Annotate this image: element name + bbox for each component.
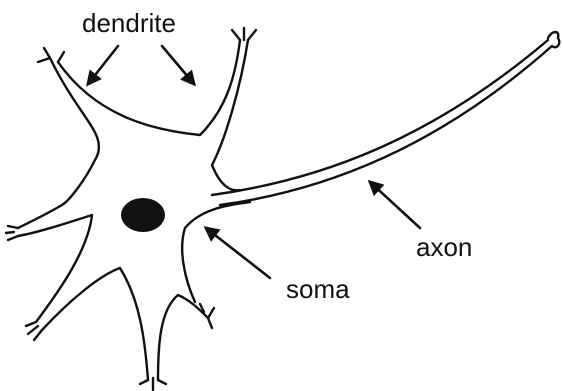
dendrite-tip-top-right <box>232 28 256 40</box>
dendrite-tip-bottom-left <box>26 322 42 340</box>
dendrite-tip-bottom <box>140 378 166 390</box>
soma-arrow <box>206 228 270 278</box>
left-dendrite <box>18 205 92 322</box>
axon-upper <box>212 40 548 195</box>
soma-right-edge <box>182 202 250 302</box>
nucleus <box>121 198 165 232</box>
bottom-right-dendrite <box>158 295 208 380</box>
bottom-left-dendrite <box>42 268 148 380</box>
axon-label: axon <box>416 232 472 262</box>
dendrite-label: dendrite <box>82 8 176 38</box>
dendrite-arrow-left <box>88 46 118 84</box>
axon-terminal <box>548 32 559 47</box>
dendrite-tip-left <box>6 226 18 240</box>
upper-left-dendrite-inner <box>58 40 240 135</box>
soma-label: soma <box>286 274 350 304</box>
axon-lower <box>220 46 552 205</box>
axon-arrow <box>370 182 420 228</box>
dendrite-arrow-right <box>162 46 194 84</box>
